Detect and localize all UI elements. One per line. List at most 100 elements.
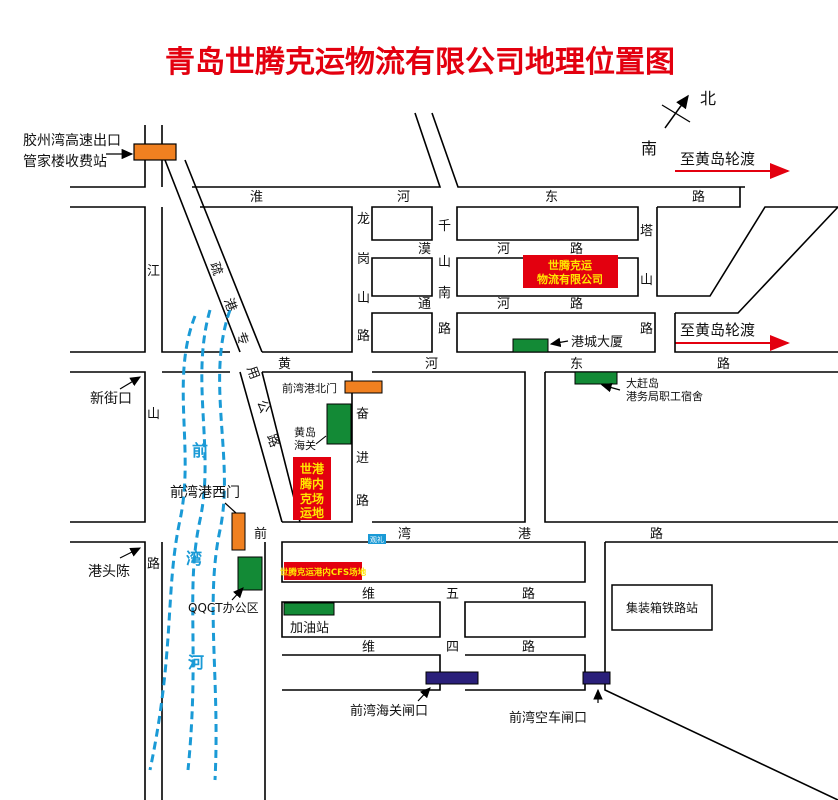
pointer-arrow-icon (119, 547, 142, 559)
cfs-label: 世腾克运港内CFS场地 (280, 567, 367, 578)
road-char: 路 (650, 526, 663, 542)
road-char: 山 (147, 407, 160, 422)
road-char: 路 (147, 556, 160, 572)
gas-station-label: 加油站 (290, 621, 329, 636)
dagandao-poi: 大赶岛 港务局职工宿舍 (574, 371, 703, 403)
yard-line-4: 运地 (300, 505, 324, 520)
road-char: 山 (438, 255, 451, 270)
gate-icon (344, 380, 383, 394)
shugang-road (164, 159, 301, 523)
road-char: 淮 (250, 190, 263, 205)
highway-exit-poi: 胶州湾高速出口 管家楼收费站 (23, 132, 177, 170)
pointer-arrow-icon (231, 587, 244, 601)
road-char: 五 (446, 587, 459, 602)
road-char: 龙 (357, 212, 370, 227)
road-char: 疏 (206, 260, 225, 277)
river-char-1: 前 (192, 441, 208, 460)
road-char: 河 (497, 242, 510, 257)
customs-marker (326, 403, 352, 445)
road-char: 路 (357, 328, 370, 344)
west-gate-label: 前湾港西门 (170, 484, 240, 501)
road-char: 路 (356, 493, 369, 509)
customs-poi: 黄岛 海关 (294, 403, 352, 452)
road-huaihe-east: 淮 河 东 路 (250, 189, 705, 205)
compass-north: 北 (700, 89, 716, 108)
inner-yard-poi: 世港 腾内 克场 运地 (293, 457, 331, 520)
street-blocks (70, 112, 838, 800)
small-sign-marker (368, 534, 386, 544)
road-char: 路 (570, 296, 583, 312)
road-char: 黄 (278, 357, 291, 372)
road-char: 公 (253, 398, 272, 415)
road-jiangshan: 江 山 路 (147, 264, 160, 572)
xinjiekou-label: 新街口 (90, 391, 132, 407)
road-char: 湾 (398, 526, 411, 542)
road-char: 东 (570, 357, 583, 372)
dagandao-line-2: 港务局职工宿舍 (626, 389, 703, 403)
customs-gate-poi: 前湾海关闸口 (350, 671, 479, 719)
ferry-label-2: 至黄岛轮渡 (680, 321, 755, 339)
gangcheng-poi: 港城大厦 (512, 335, 623, 353)
rail-station-poi: 集装箱铁路站 (611, 584, 713, 631)
empty-gate-poi: 前湾空车闸口 (509, 671, 611, 726)
road-char: 河 (425, 357, 438, 372)
pointer-arrow-icon (417, 687, 431, 702)
gas-station-poi: 加油站 (283, 602, 335, 636)
building-marker (574, 371, 618, 385)
yard-marker (293, 457, 331, 520)
road-char: 路 (522, 639, 535, 655)
road-fenjin: 奋 进 路 (356, 407, 369, 509)
road-char: 维 (362, 587, 375, 602)
road-char: 路 (522, 586, 535, 602)
road-char: 用 (243, 364, 262, 381)
gangtouchen-poi: 港头陈 (88, 547, 142, 580)
road-char: 通 (418, 297, 431, 312)
customs-gate-label: 前湾海关闸口 (350, 703, 428, 719)
river-char-3: 河 (188, 653, 204, 672)
highway-exit-line-2: 管家楼收费站 (23, 153, 107, 170)
road-huanghe-east: 黄 河 东 路 (278, 356, 730, 372)
road-moshan-north: 漠 河 路 (418, 241, 583, 257)
customs-line-2: 海关 (294, 438, 316, 452)
qqct-label: QQCT办公区 (188, 600, 259, 615)
road-longgang: 龙 岗 山 路 (357, 212, 370, 344)
road-tongshan: 通 河 路 (418, 296, 583, 312)
company-poi[interactable]: 世腾克运 物流有限公司 (523, 255, 618, 288)
qianwan-river (148, 309, 232, 781)
north-gate-label: 前湾港北门 (282, 381, 337, 395)
company-line-2: 物流有限公司 (537, 272, 603, 286)
road-char: 河 (397, 190, 410, 205)
west-gate-poi: 前湾港西门 (170, 484, 246, 551)
road-char: 南 (438, 285, 451, 301)
road-char: 东 (545, 190, 558, 205)
road-char: 港 (518, 527, 531, 542)
road-weisi: 维 四 路 (362, 639, 535, 655)
road-char: 路 (717, 356, 730, 372)
road-shugang: 疏 港 专 用 公 路 (206, 260, 282, 449)
yard-line-1: 世港 (300, 461, 325, 476)
road-char: 山 (357, 291, 370, 306)
road-qianwan: 前 湾 港 路 (254, 526, 663, 542)
north-gate-poi: 前湾港北门 (282, 380, 383, 395)
empty-gate-label: 前湾空车闸口 (509, 710, 587, 726)
gate-icon (582, 671, 611, 685)
road-char: 塔 (640, 224, 653, 239)
qqct-poi: QQCT办公区 (188, 556, 263, 615)
road-char: 维 (362, 640, 375, 655)
ferry-direction-1: 至黄岛轮渡 (675, 150, 790, 179)
dagandao-line-1: 大赶岛 (626, 376, 659, 390)
road-char: 漠 (418, 242, 431, 257)
company-marker (523, 255, 618, 288)
highway-exit-line-1: 胶州湾高速出口 (23, 132, 121, 149)
gangcheng-label: 港城大厦 (571, 335, 623, 350)
road-char: 千 (438, 219, 451, 234)
office-marker (237, 556, 263, 591)
cfs-marker (284, 562, 362, 580)
road-char: 专 (232, 330, 251, 347)
gate-icon (231, 512, 246, 551)
building-marker (512, 338, 549, 353)
north-arrow-icon (664, 94, 689, 129)
road-char: 奋 (356, 407, 369, 422)
road-char: 路 (692, 189, 705, 205)
road-char: 路 (640, 321, 653, 337)
